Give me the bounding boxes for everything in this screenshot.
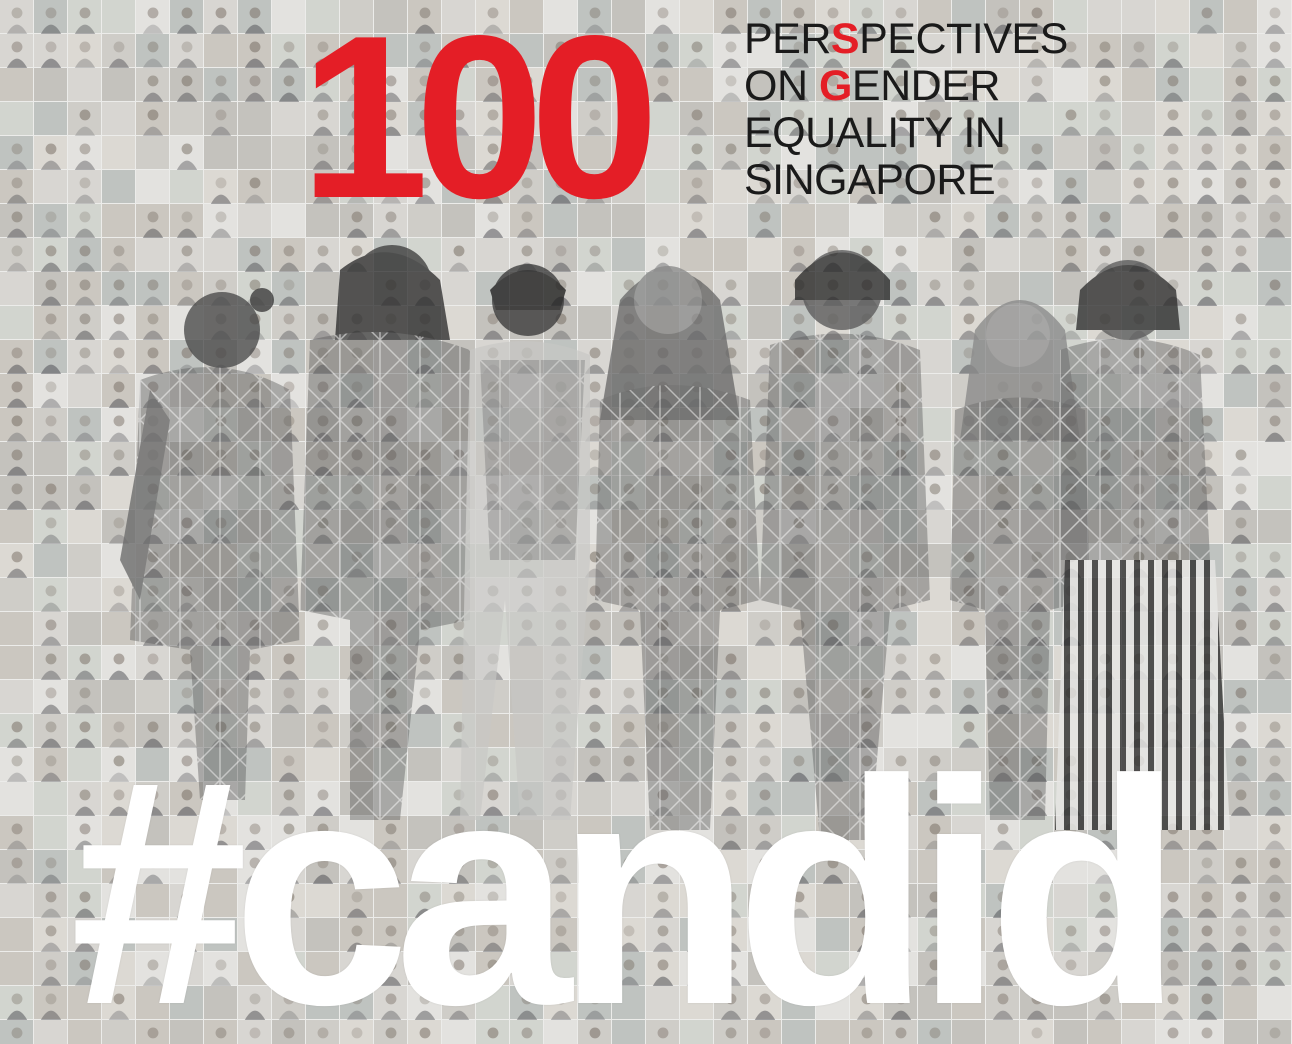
woman-figure-3 — [460, 264, 590, 820]
woman-figure-6 — [950, 300, 1090, 820]
tagline-line-4: SINGAPORE — [744, 156, 996, 204]
woman-figure-5 — [760, 250, 930, 840]
woman-figure-7 — [1055, 260, 1230, 830]
tagline-line-2: ON GENDER — [744, 63, 1068, 110]
tagline-line-2-post: ENDER — [851, 62, 1001, 110]
tagline-line-2-pre: ON — [744, 62, 819, 110]
woman-figure-4 — [595, 266, 760, 830]
tagline-line-1-pre: PER — [744, 15, 831, 63]
tagline-line-1-post: PECTIVES — [859, 15, 1068, 63]
tagline-line-2-accent-letter: G — [818, 62, 852, 110]
tagline-line-1: PERSPECTIVES — [744, 16, 1068, 63]
tagline: PERSPECTIVES ON GENDER EQUALITY IN SINGA… — [744, 16, 1068, 204]
tagline-line-3: EQUALITY IN — [744, 109, 1006, 157]
big-number-100: 100 — [300, 0, 659, 247]
woman-figure-2 — [300, 245, 470, 820]
woman-figure-1 — [120, 288, 300, 800]
tagline-line-1-accent-letter: S — [830, 15, 860, 63]
hashtag-candid: #candid — [70, 713, 1183, 1044]
